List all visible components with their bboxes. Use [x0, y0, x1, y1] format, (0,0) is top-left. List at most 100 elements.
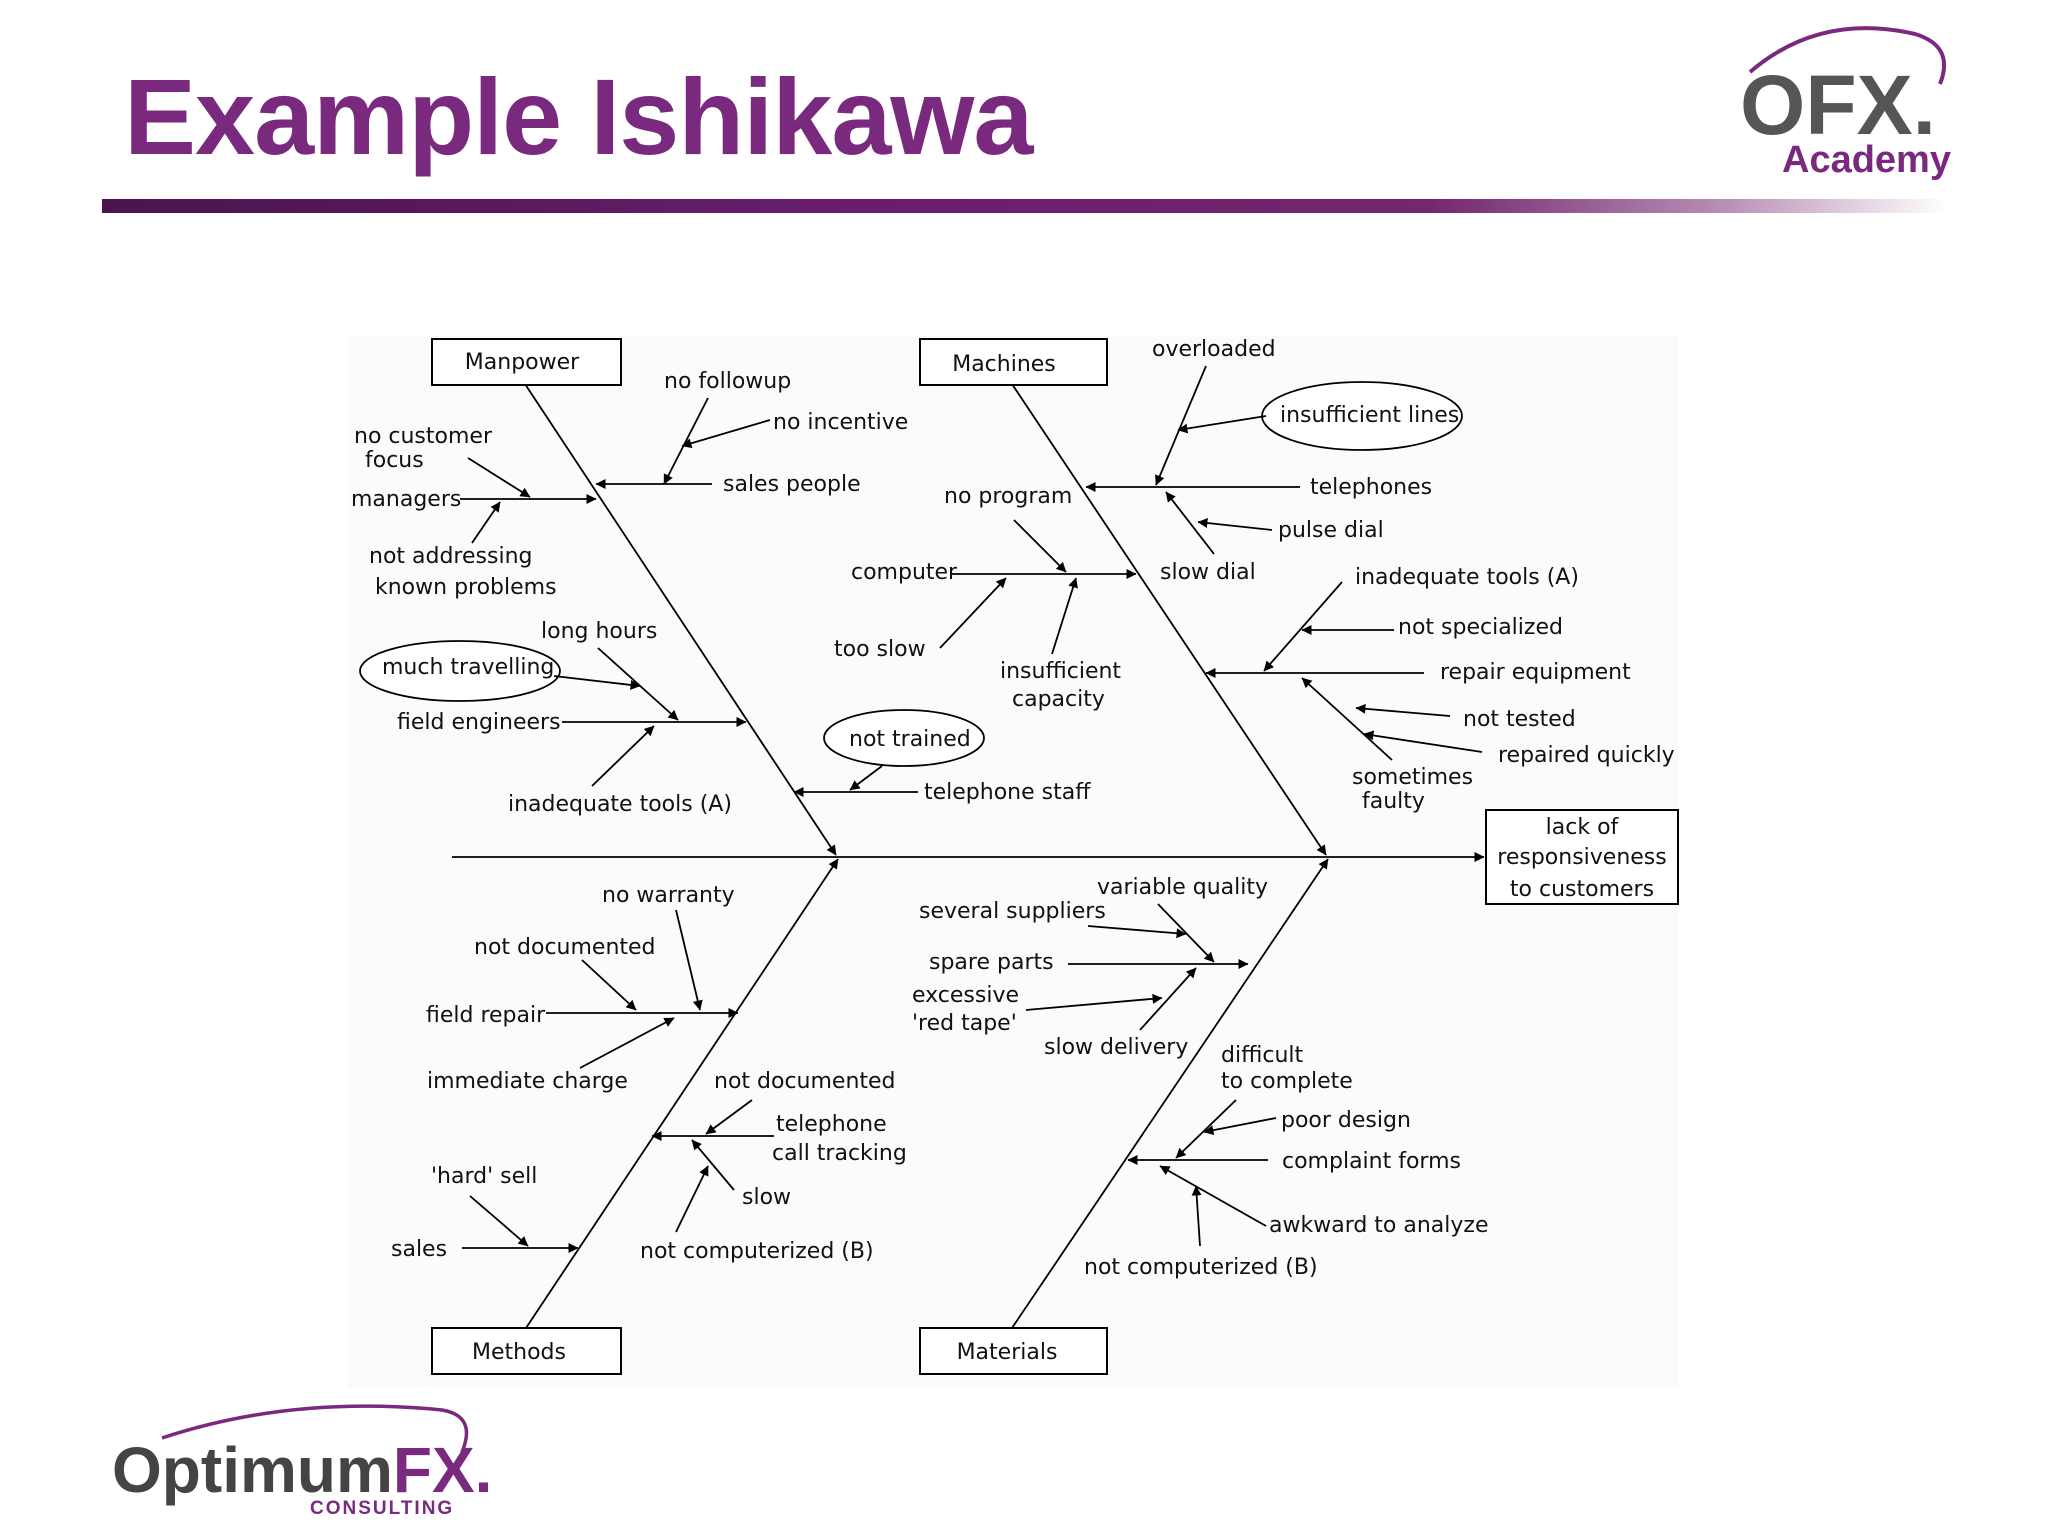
- label-not-trained: not trained: [849, 727, 971, 752]
- label-materials-not-computerized: not computerized (B): [1084, 1255, 1318, 1280]
- repaired-quickly-arrow: [1363, 730, 1483, 753]
- label-several-suppliers: several suppliers: [919, 899, 1106, 924]
- label-repair-equipment: repair equipment: [1440, 660, 1631, 685]
- ofx-academy-logo: OFX. Academy: [1740, 26, 1951, 181]
- label-insufficient-capacity-line-2: capacity: [1012, 687, 1105, 712]
- effect-box: [1485, 809, 1679, 905]
- label-methods-not-documented-1: not documented: [474, 935, 656, 960]
- label-telephone-call-tracking-line-1: telephone: [776, 1112, 887, 1137]
- label-overloaded: overloaded: [1152, 337, 1276, 362]
- not-documented-arrow-1: [581, 959, 637, 1011]
- machines-bone: [1011, 383, 1327, 856]
- label-machines-inadequate-tools: inadequate tools (A): [1355, 565, 1579, 590]
- category-materials: Materials: [957, 1340, 1058, 1365]
- category-machines: Machines: [952, 352, 1056, 377]
- label-slow-dial: slow dial: [1160, 560, 1256, 585]
- diagram-background: [348, 336, 1678, 1388]
- logo-academy-text: Academy: [1782, 139, 1951, 181]
- label-insufficient-lines: insufficient lines: [1280, 403, 1459, 428]
- label-slow: slow: [742, 1185, 791, 1210]
- label-no-customer-focus-line-1: no customer: [354, 424, 493, 449]
- label-no-followup: no followup: [664, 369, 791, 394]
- effect-label-line-1: lack of: [1546, 815, 1620, 840]
- awkward-to-analyze-arrow: [1159, 1165, 1267, 1227]
- label-not-specialized: not specialized: [1398, 615, 1563, 640]
- too-slow-arrow: [939, 577, 1007, 649]
- slow-delivery-arrow: [1139, 967, 1197, 1031]
- label-immediate-charge: immediate charge: [427, 1069, 628, 1094]
- label-sometimes-faulty-line-2: faulty: [1362, 789, 1425, 814]
- category-box-machines: [919, 338, 1108, 386]
- insufficient-lines-arrow: [1177, 415, 1267, 434]
- label-not-addressing-line-1: not addressing: [369, 544, 532, 569]
- label-hard-sell: 'hard' sell: [431, 1164, 537, 1189]
- label-too-slow: too slow: [834, 637, 926, 662]
- no-program-arrow: [1013, 519, 1067, 573]
- label-field-engineers: field engineers: [397, 710, 561, 735]
- materials-bone: [1011, 858, 1329, 1329]
- logo-fx-text: FX.: [393, 1434, 492, 1506]
- label-sales-people: sales people: [723, 472, 861, 497]
- label-spare-parts: spare parts: [929, 950, 1054, 975]
- label-difficult-to-complete-line-1: difficult: [1221, 1043, 1303, 1068]
- label-pulse-dial: pulse dial: [1278, 518, 1384, 543]
- label-computer: computer: [851, 560, 958, 585]
- label-no-customer-focus-line-2: focus: [365, 448, 424, 473]
- label-difficult-to-complete-line-2: to complete: [1221, 1069, 1353, 1094]
- logo-consulting-text: CONSULTING: [310, 1498, 454, 1519]
- logo-optimum-text: Optimum: [112, 1434, 393, 1506]
- not-addressing-arrow: [471, 501, 501, 544]
- pulse-dial-arrow: [1197, 518, 1273, 531]
- logo-swoosh-icon: [1748, 26, 1946, 85]
- category-methods: Methods: [472, 1340, 566, 1365]
- label-telephone-call-tracking-line-2: call tracking: [772, 1141, 907, 1166]
- effect-label-line-3: to customers: [1510, 877, 1654, 902]
- category-box-materials: [919, 1327, 1108, 1375]
- excessive-red-tape-arrow: [1025, 993, 1163, 1011]
- sometimes-faulty-arrow: [1301, 677, 1393, 761]
- title-underline: [102, 199, 1948, 213]
- logo-swoosh-icon: [161, 1404, 469, 1453]
- label-no-incentive: no incentive: [773, 410, 908, 435]
- highlight-not-trained: [823, 709, 985, 767]
- label-telephone-staff: telephone staff: [924, 780, 1091, 805]
- category-manpower: Manpower: [465, 350, 580, 375]
- label-repaired-quickly: repaired quickly: [1498, 743, 1675, 768]
- no-incentive-arrow: [681, 419, 771, 449]
- label-excessive-red-tape-line-2: 'red tape': [912, 1011, 1017, 1036]
- label-long-hours: long hours: [541, 619, 657, 644]
- label-methods-not-computerized: not computerized (B): [640, 1239, 874, 1264]
- highlight-much-travelling: [359, 640, 561, 702]
- manpower-bone: [524, 383, 837, 856]
- label-poor-design: poor design: [1281, 1108, 1411, 1133]
- not-trained-arrow: [849, 765, 883, 791]
- label-variable-quality: variable quality: [1097, 875, 1268, 900]
- label-awkward-to-analyze: awkward to analyze: [1269, 1213, 1489, 1238]
- label-no-program: no program: [944, 484, 1072, 509]
- label-not-tested: not tested: [1463, 707, 1576, 732]
- logo-ofx-text: OFX.: [1740, 58, 1936, 152]
- label-sometimes-faulty-line-1: sometimes: [1352, 765, 1473, 790]
- optimumfx-consulting-logo: OptimumFX. CONSULTING: [112, 1404, 492, 1519]
- svg-text:OptimumFX.: OptimumFX.: [112, 1434, 492, 1506]
- not-computerized-b-arrow-materials: [1191, 1185, 1202, 1247]
- label-not-addressing-line-2: known problems: [375, 575, 557, 600]
- label-slow-delivery: slow delivery: [1044, 1035, 1188, 1060]
- label-field-repair: field repair: [426, 1003, 546, 1028]
- category-box-methods: [431, 1327, 622, 1375]
- label-no-warranty: no warranty: [602, 883, 735, 908]
- label-insufficient-capacity-line-1: insufficient: [1000, 659, 1121, 684]
- category-box-manpower: [431, 338, 622, 386]
- hard-sell-arrow: [469, 1195, 529, 1247]
- label-sales: sales: [391, 1237, 447, 1262]
- slow-arrow: [691, 1139, 735, 1191]
- label-managers: managers: [351, 487, 461, 512]
- label-manpower-inadequate-tools: inadequate tools (A): [508, 792, 732, 817]
- not-documented-arrow-2: [705, 1099, 753, 1135]
- label-complaint-forms: complaint forms: [1282, 1149, 1461, 1174]
- no-warranty-arrow: [675, 909, 703, 1011]
- slide-title: Example Ishikawa: [124, 56, 1033, 177]
- slow-dial-arrow: [1165, 491, 1215, 555]
- effect-label-line-2: responsiveness: [1497, 845, 1666, 870]
